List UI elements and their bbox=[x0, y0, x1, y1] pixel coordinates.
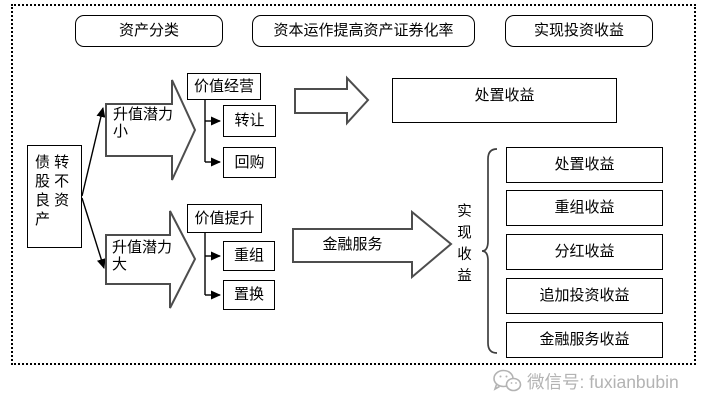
branch-line-up bbox=[81, 107, 106, 197]
label-line: 升值潜力 bbox=[112, 239, 173, 256]
action-box-swap: 置换 bbox=[223, 280, 275, 310]
action-label: 转让 bbox=[234, 112, 265, 130]
label-financial-service: 金融服务 bbox=[293, 236, 412, 253]
label-line: 小 bbox=[113, 123, 129, 140]
label-potential-small: 升值潜力 小 bbox=[113, 106, 177, 140]
strategy-box-value-enhancement: 价值提升 bbox=[187, 204, 262, 233]
source-box-npa: 债 转 股 不 良 资 产 bbox=[27, 145, 82, 248]
income-box-financial-service: 金融服务收益 bbox=[506, 322, 663, 358]
header-step-label: 实现投资收益 bbox=[533, 22, 624, 40]
action-box-transfer: 转让 bbox=[223, 105, 276, 137]
income-label: 追加投资收益 bbox=[539, 287, 630, 305]
strategy-label: 价值经营 bbox=[193, 77, 254, 95]
watermark: 微信号: fuxianbubin bbox=[492, 368, 679, 394]
income-label: 分红收益 bbox=[554, 243, 615, 261]
label-line: 大 bbox=[112, 256, 128, 273]
source-line: 股 不 bbox=[35, 173, 70, 190]
action-box-restructure: 重组 bbox=[223, 241, 275, 271]
header-step-capital-operation: 资本运作提高资产证券化率 bbox=[252, 15, 475, 47]
block-arrow-potential-large bbox=[105, 210, 197, 309]
action-label: 置换 bbox=[233, 286, 264, 304]
source-line: 产 bbox=[35, 211, 51, 228]
label-line: 金融服务 bbox=[322, 236, 383, 253]
header-step-investment-return: 实现投资收益 bbox=[505, 15, 653, 47]
branch-line-down bbox=[81, 197, 106, 269]
header-step-label: 资产分类 bbox=[118, 22, 179, 40]
income-box-disposal: 处置收益 bbox=[506, 147, 663, 183]
income-label: 重组收益 bbox=[554, 199, 615, 217]
dotted-frame bbox=[11, 4, 696, 365]
strategy-label: 价值提升 bbox=[194, 209, 255, 227]
action-box-buyback: 回购 bbox=[223, 147, 276, 178]
header-step-asset-classification: 资产分类 bbox=[75, 15, 223, 47]
action-label: 回购 bbox=[234, 153, 265, 171]
curly-brace bbox=[481, 148, 498, 354]
action-label: 重组 bbox=[233, 247, 264, 265]
label-line: 升值潜力 bbox=[113, 106, 174, 123]
result-box-disposal-income: 处置收益 bbox=[392, 78, 617, 123]
income-box-restructure: 重组收益 bbox=[506, 190, 663, 226]
flow-arrow-top bbox=[294, 75, 370, 126]
income-label: 处置收益 bbox=[554, 156, 615, 174]
wechat-icon bbox=[493, 369, 522, 392]
watermark-text: 微信号: fuxianbubin bbox=[527, 371, 679, 392]
income-box-additional-investment: 追加投资收益 bbox=[506, 278, 663, 314]
label-potential-large: 升值潜力 大 bbox=[112, 239, 176, 273]
strategy-box-value-operation: 价值经营 bbox=[187, 73, 261, 100]
income-box-dividend: 分红收益 bbox=[506, 234, 663, 270]
result-label: 处置收益 bbox=[474, 87, 535, 104]
source-line: 债 转 bbox=[35, 154, 70, 171]
flow-arrow-financial-service bbox=[292, 209, 453, 280]
source-line: 良 资 bbox=[35, 192, 70, 209]
income-label: 金融服务收益 bbox=[539, 331, 630, 349]
header-step-label: 资本运作提高资产证券化率 bbox=[273, 22, 454, 40]
realize-income-vertical-label: 实现收益 bbox=[455, 203, 471, 289]
block-arrow-potential-small bbox=[105, 79, 197, 181]
